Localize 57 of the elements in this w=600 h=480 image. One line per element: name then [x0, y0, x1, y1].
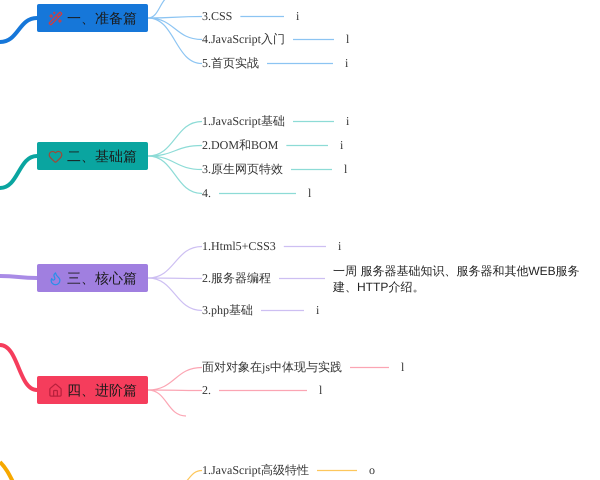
- category-title: 二、基础篇: [67, 146, 137, 166]
- category-box: [37, 4, 148, 32]
- category-box: [37, 376, 148, 404]
- category-box: [37, 264, 148, 292]
- branch-line: [0, 16, 38, 44]
- branch-line: [240, 16, 284, 18]
- branch-line: [284, 246, 326, 248]
- branch-line: [0, 154, 38, 190]
- branch-line: [148, 120, 202, 157]
- note-text: i: [338, 239, 342, 254]
- branch-line: [148, 155, 202, 194]
- topic-label: 5.首页实战: [202, 56, 259, 71]
- branch-line: [267, 62, 333, 64]
- branch-line: [286, 144, 328, 146]
- branch-line: [0, 274, 38, 280]
- topic-label: 2.DOM和BOM: [202, 138, 278, 153]
- note-text: l: [319, 383, 322, 398]
- branch-line: [293, 120, 334, 122]
- branch-line: [148, 277, 202, 312]
- note-text: l: [344, 162, 348, 177]
- branch-line: [219, 390, 307, 392]
- topic-label: 1.Html5+CSS3: [202, 239, 276, 254]
- topic-label: 面对对象在js中体现与实践: [202, 360, 342, 375]
- note-text: i: [316, 303, 320, 318]
- branch-line: [0, 343, 38, 392]
- note-text: i: [296, 9, 300, 24]
- note-text: i: [346, 114, 350, 129]
- topic-label: 2.: [202, 383, 211, 398]
- branch-line: [317, 470, 357, 472]
- topic-label: 2.服务器编程: [202, 271, 271, 286]
- note-text: 一周 服务器基础知识、服务器和其他WEB服务建、HTTP介绍。: [333, 263, 595, 295]
- branch-line: [148, 389, 186, 417]
- branch-line: [293, 38, 334, 40]
- topic-label: 3.原生网页特效: [202, 162, 283, 177]
- note-text: l: [346, 32, 350, 47]
- topic-label: 3.CSS: [202, 9, 232, 24]
- branch-line: [219, 192, 296, 194]
- note-text: l: [308, 186, 312, 201]
- category-box: [37, 142, 148, 170]
- branch-line: [350, 366, 389, 368]
- topic-label: 1.JavaScript高级特性: [202, 463, 309, 478]
- branch-line: [148, 246, 202, 279]
- topic-label: 3.php基础: [202, 303, 253, 318]
- branch-line: [291, 168, 332, 170]
- note-text: o: [369, 463, 375, 478]
- topic-label: 4.JavaScript入门: [202, 32, 285, 47]
- category-title: 三、核心篇: [67, 268, 137, 288]
- topic-label: 4.: [202, 186, 211, 201]
- category-title: 四、进阶篇: [67, 380, 137, 400]
- branch-line: [279, 278, 325, 280]
- category-title: 一、准备篇: [67, 8, 137, 28]
- note-text: i: [340, 138, 344, 153]
- branch-line: [261, 310, 304, 312]
- branch-line: [148, 17, 202, 64]
- note-text: i: [345, 56, 348, 71]
- note-text: l: [401, 360, 404, 375]
- topic-label: 1.JavaScript基础: [202, 114, 285, 129]
